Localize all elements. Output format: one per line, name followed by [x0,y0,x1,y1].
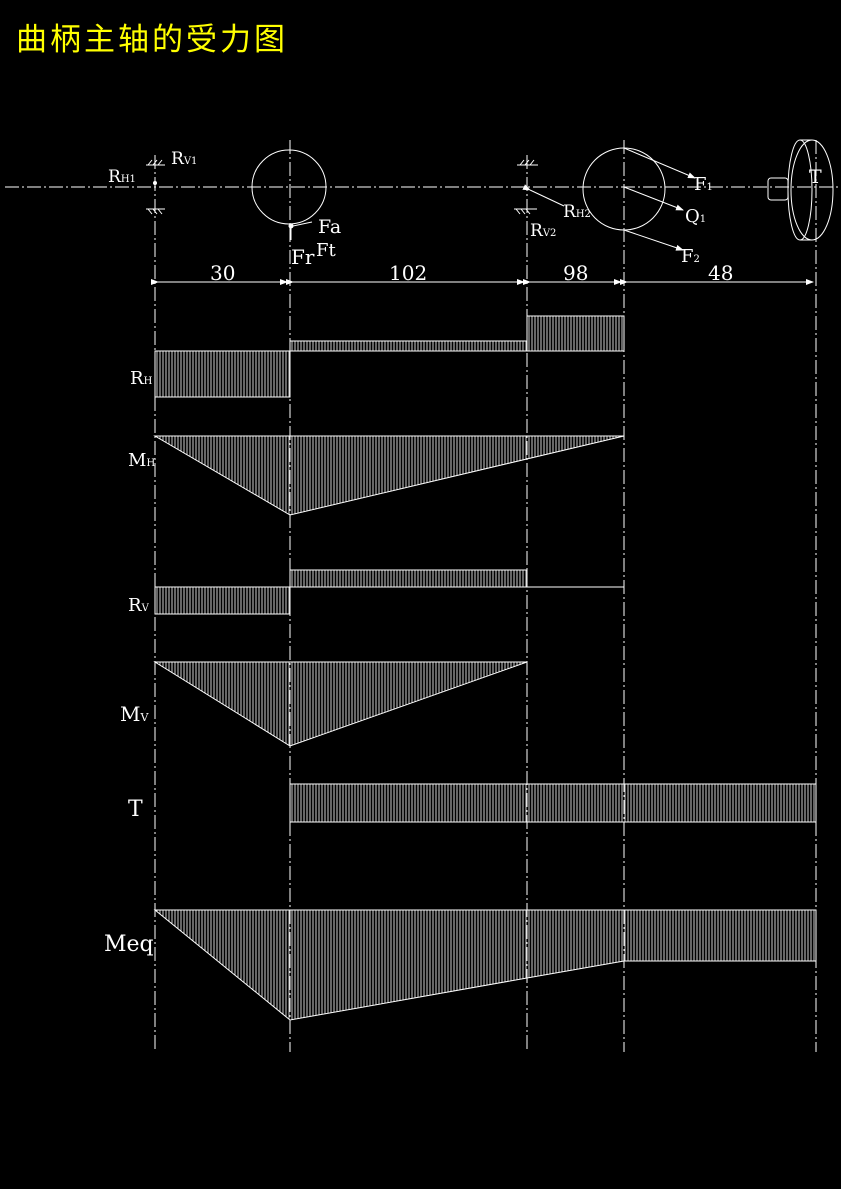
belt-forces [623,147,696,251]
label-f2: F2 [681,246,700,267]
rv-diagram [154,569,624,615]
label-mh: MH [128,450,155,471]
label-fr: Fr [291,245,315,269]
label-fa: Fa [318,216,341,238]
label-rh1: RH1 [108,167,136,187]
left-bearing [146,159,165,215]
mh-diagram [153,435,625,516]
t-diagram [289,783,817,823]
flywheel [767,139,834,241]
label-rv: RV [128,595,150,616]
label-rh2: RH2 [563,202,591,222]
label-f1: F1 [694,174,713,195]
dim-1: 30 [210,261,235,285]
label-q1: Q1 [685,206,706,227]
rh-diagram [154,315,625,398]
label-rv1: RV1 [171,149,197,169]
label-rv2: RV2 [530,221,556,241]
dim-2: 102 [389,261,427,285]
label-meq: Meq [104,932,154,957]
label-rh: RH [130,368,153,389]
label-t-top: T [809,166,822,188]
mv-diagram [153,661,528,747]
label-t: T [128,797,143,822]
dim-4: 48 [708,261,733,285]
gear-1 [251,149,327,225]
dim-3: 98 [563,261,588,285]
page-title: 曲柄主轴的受力图 [16,22,288,58]
label-ft: Ft [316,240,336,261]
meq-diagram [153,909,817,1021]
right-bearing [514,159,565,215]
label-mv: MV [120,702,149,726]
